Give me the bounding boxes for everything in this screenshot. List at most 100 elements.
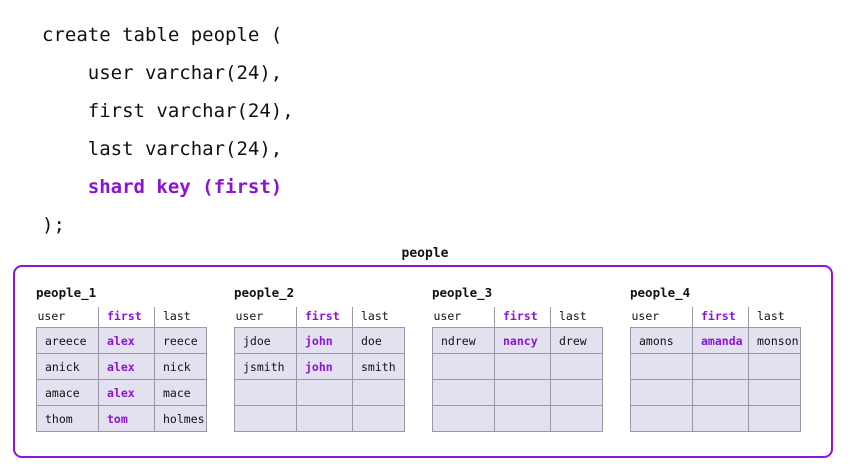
sql-line-5: shard key (first) bbox=[42, 176, 283, 198]
table-cell-last: smith bbox=[352, 353, 405, 380]
shard-label: people_3 bbox=[432, 285, 493, 300]
column-header-first: first bbox=[296, 307, 353, 328]
table-cell-last: monson bbox=[748, 327, 801, 354]
table-row bbox=[432, 353, 603, 380]
table-row bbox=[234, 379, 405, 406]
table-cell-first bbox=[296, 405, 353, 432]
table-row bbox=[432, 379, 603, 406]
table-row bbox=[630, 405, 801, 432]
table-cell-last bbox=[748, 405, 801, 432]
diagram-title: people bbox=[401, 246, 449, 261]
table-cell-first bbox=[692, 405, 749, 432]
table-cell-first bbox=[692, 379, 749, 406]
table-cell-first: alex bbox=[98, 353, 155, 380]
table-cell-user: anick bbox=[36, 353, 99, 380]
table-row bbox=[630, 379, 801, 406]
column-header-user: user bbox=[235, 309, 264, 323]
table-cell-user bbox=[234, 405, 297, 432]
table-cell-first bbox=[296, 379, 353, 406]
table-cell-last bbox=[352, 379, 405, 406]
table-cell-first bbox=[494, 405, 551, 432]
table-cell-user bbox=[630, 405, 693, 432]
table-cell-last: holmes bbox=[154, 405, 207, 432]
column-header-first: first bbox=[692, 307, 749, 328]
shard-label: people_1 bbox=[36, 285, 97, 300]
table-cell-last bbox=[550, 379, 603, 406]
table-cell-user bbox=[630, 353, 693, 380]
table-cell-last: drew bbox=[550, 327, 603, 354]
table-cell-user: thom bbox=[36, 405, 99, 432]
column-header-last: last bbox=[352, 307, 405, 328]
shard-label: people_4 bbox=[630, 285, 691, 300]
table-row bbox=[630, 353, 801, 380]
table-cell-last bbox=[550, 353, 603, 380]
table-cell-last: doe bbox=[352, 327, 405, 354]
table-cell-first: john bbox=[296, 353, 353, 380]
table-row bbox=[234, 405, 405, 432]
table-cell-last: mace bbox=[154, 379, 207, 406]
column-header-first: first bbox=[494, 307, 551, 328]
column-header-user: user bbox=[433, 309, 462, 323]
shard-label: people_2 bbox=[234, 285, 295, 300]
sql-line-1: create table people ( bbox=[42, 24, 283, 46]
column-header-user: user bbox=[631, 309, 660, 323]
table-cell-user: ndrew bbox=[432, 327, 495, 354]
table-cell-first: amanda bbox=[692, 327, 749, 354]
sql-line-6: ); bbox=[42, 214, 65, 236]
table-cell-first bbox=[494, 379, 551, 406]
sql-line-2: user varchar(24), bbox=[42, 62, 283, 84]
sql-code-block: create table people ( user varchar(24), … bbox=[42, 16, 642, 244]
table-cell-user bbox=[432, 353, 495, 380]
table-cell-last bbox=[352, 405, 405, 432]
table-cell-user: jdoe bbox=[234, 327, 297, 354]
table-cell-first: john bbox=[296, 327, 353, 354]
table-cell-first: tom bbox=[98, 405, 155, 432]
table-cell-first bbox=[692, 353, 749, 380]
table-cell-user: areece bbox=[36, 327, 99, 354]
column-header-last: last bbox=[154, 307, 207, 328]
table-cell-user bbox=[432, 379, 495, 406]
table-cell-user bbox=[432, 405, 495, 432]
table-cell-first: nancy bbox=[494, 327, 551, 354]
column-header-last: last bbox=[550, 307, 603, 328]
table-cell-user: amons bbox=[630, 327, 693, 354]
sql-line-4: last varchar(24), bbox=[42, 138, 283, 160]
table-cell-first bbox=[494, 353, 551, 380]
table-cell-user bbox=[630, 379, 693, 406]
table-cell-first: alex bbox=[98, 379, 155, 406]
table-cell-last bbox=[748, 379, 801, 406]
table-cell-last bbox=[550, 405, 603, 432]
table-cell-last bbox=[748, 353, 801, 380]
table-cell-last: reece bbox=[154, 327, 207, 354]
table-cell-user: amace bbox=[36, 379, 99, 406]
column-header-first: first bbox=[98, 307, 155, 328]
column-header-user: user bbox=[37, 309, 66, 323]
table-cell-first: alex bbox=[98, 327, 155, 354]
sql-line-3: first varchar(24), bbox=[42, 100, 294, 122]
table-cell-user bbox=[234, 379, 297, 406]
table-cell-last: nick bbox=[154, 353, 207, 380]
table-cell-user: jsmith bbox=[234, 353, 297, 380]
table-row bbox=[432, 405, 603, 432]
